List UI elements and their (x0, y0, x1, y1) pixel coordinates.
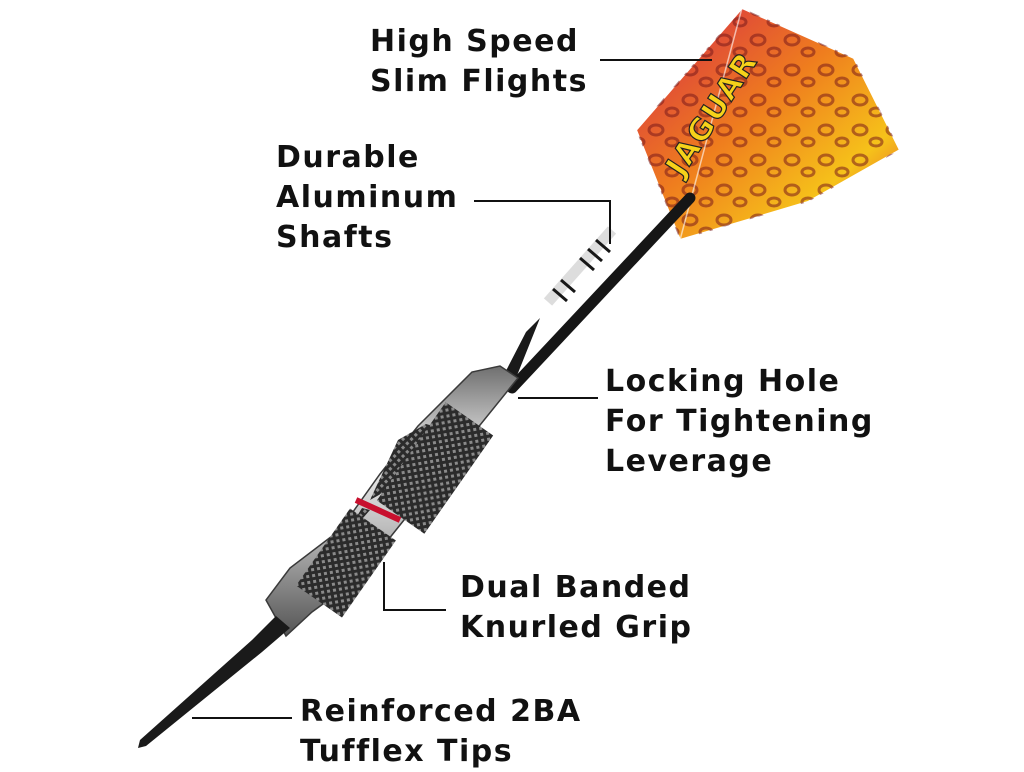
shaft (494, 192, 696, 394)
label-locking-line1: Locking Hole (605, 364, 841, 399)
label-shafts-line1: Durable (276, 140, 420, 175)
label-flights-line1: High Speed (370, 24, 579, 59)
label-flights-line2: Slim Flights (370, 64, 588, 99)
label-grip-line2: Knurled Grip (460, 610, 693, 645)
red-band (354, 497, 402, 523)
label-locking-hole: Locking Hole For Tightening Leverage (605, 362, 874, 482)
label-shafts-line2: Aluminum (276, 180, 459, 215)
label-shafts: Durable Aluminum Shafts (276, 138, 458, 258)
label-tips-line1: Reinforced 2BA (300, 694, 582, 729)
barrel (265, 365, 520, 638)
label-grip: Dual Banded Knurled Grip (460, 568, 692, 648)
label-grip-line1: Dual Banded (460, 570, 692, 605)
leader-shafts (474, 200, 611, 244)
tip (138, 616, 290, 748)
label-locking-line2: For Tightening (605, 404, 874, 439)
label-locking-line3: Leverage (605, 444, 774, 479)
label-tips: Reinforced 2BA Tufflex Tips (300, 692, 582, 772)
label-tips-line2: Tufflex Tips (300, 734, 514, 769)
label-shafts-line3: Shafts (276, 220, 394, 255)
label-flights: High Speed Slim Flights (370, 22, 588, 102)
flight: JAGUAR (634, 6, 902, 242)
leader-grip (383, 562, 446, 611)
